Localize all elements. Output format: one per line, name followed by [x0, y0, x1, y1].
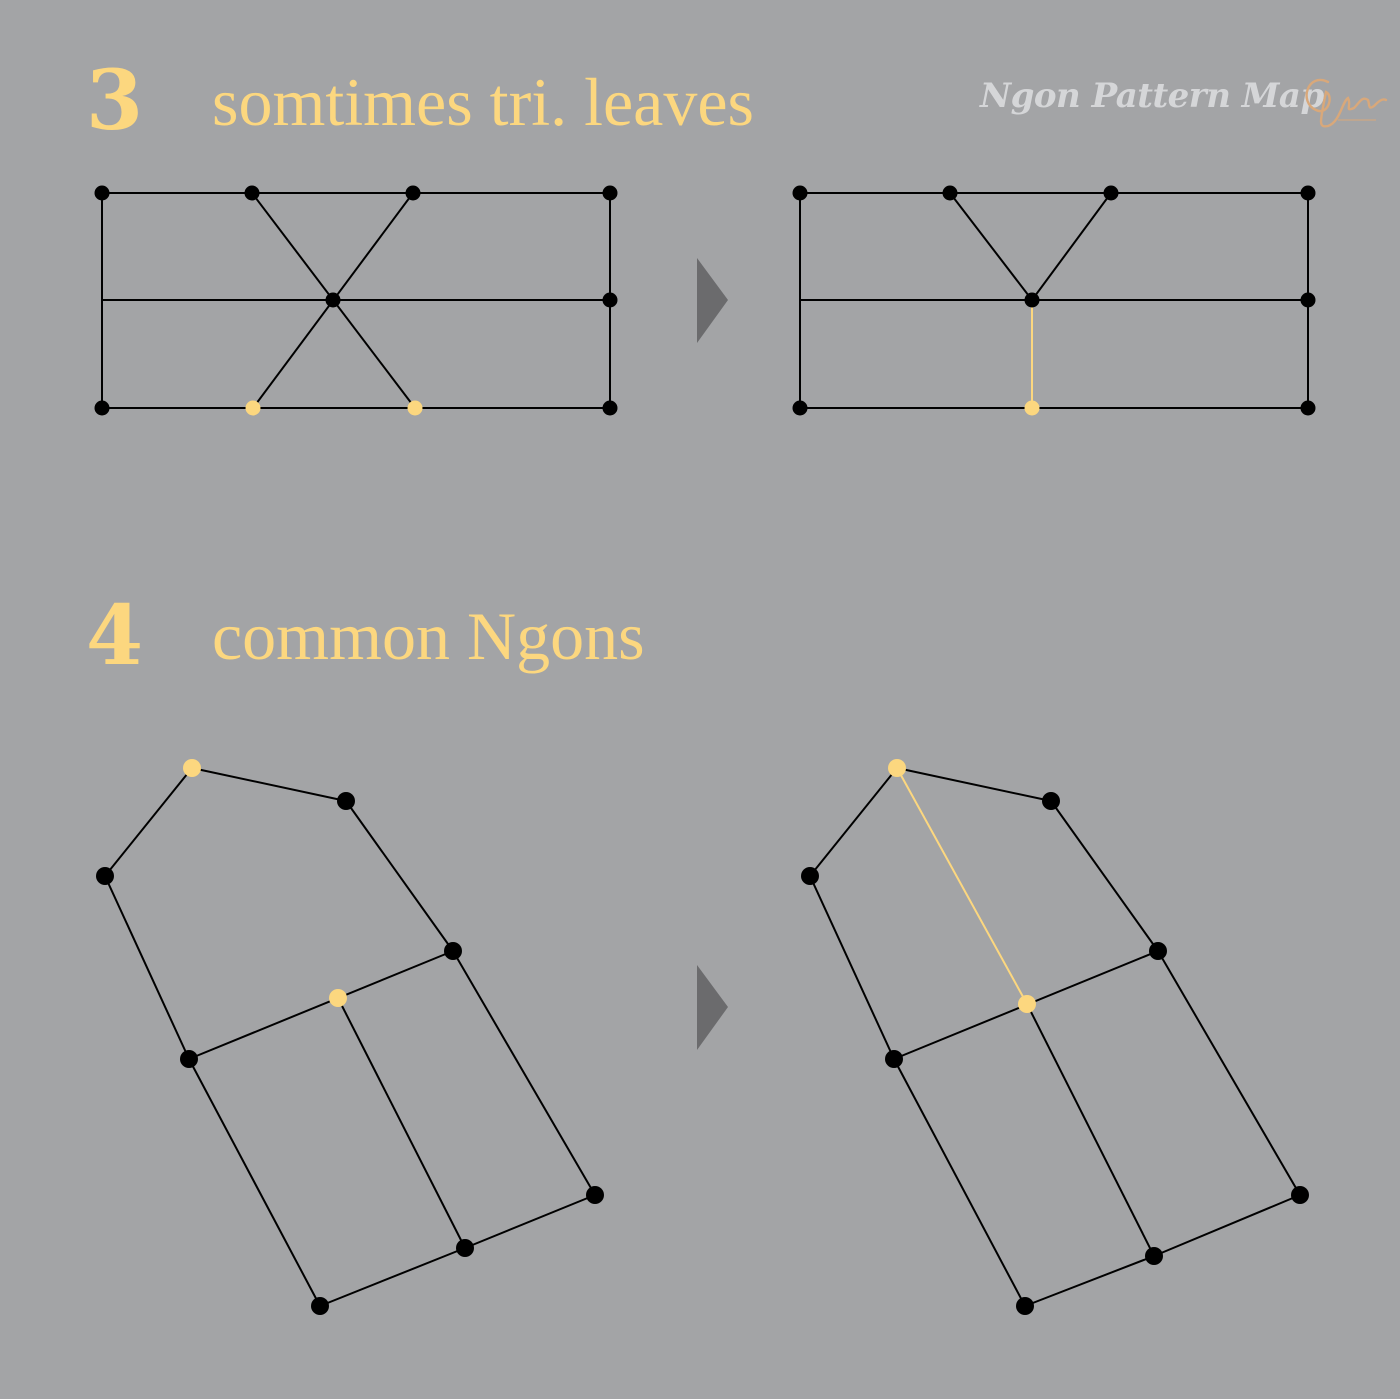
highlighted-vertex	[245, 400, 261, 416]
vertex	[456, 1239, 474, 1257]
section-3-before-graph	[94, 185, 618, 416]
vertex	[602, 400, 618, 416]
vertex	[885, 1050, 903, 1068]
vertex	[1300, 292, 1316, 308]
highlighted-vertex	[183, 759, 201, 777]
edge	[809, 875, 895, 1060]
vertex	[1042, 792, 1060, 810]
vertex	[1145, 1247, 1163, 1265]
edge	[896, 767, 1052, 802]
vertex	[801, 867, 819, 885]
edge	[337, 997, 466, 1249]
vertex	[94, 400, 110, 416]
section-4-before-graph	[96, 759, 604, 1315]
edge	[809, 767, 898, 877]
brand-watermark: Ngon Pattern Map	[980, 70, 1388, 140]
highlighted-vertex	[888, 759, 906, 777]
highlighted-edge	[896, 767, 1028, 1005]
brand-text: Ngon Pattern Map	[980, 76, 1324, 116]
vertex	[311, 1297, 329, 1315]
signature-logo	[1305, 78, 1388, 128]
section-3-after-graph	[792, 185, 1316, 416]
highlighted-vertex	[407, 400, 423, 416]
vertex	[792, 185, 808, 201]
vertex	[602, 185, 618, 201]
edge	[345, 800, 454, 952]
section-4-title: common Ngons	[212, 598, 645, 674]
highlighted-vertex	[329, 989, 347, 1007]
vertex	[602, 292, 618, 308]
vertex	[1103, 185, 1119, 201]
arrow-right-icon	[697, 965, 728, 1050]
vertex	[586, 1186, 604, 1204]
vertex	[942, 185, 958, 201]
edge	[104, 767, 193, 877]
section-4-number: 4	[86, 588, 144, 684]
vertex	[1291, 1186, 1309, 1204]
edge	[949, 192, 1033, 301]
vertex	[244, 185, 260, 201]
edge	[188, 1058, 321, 1307]
edge	[1157, 950, 1301, 1196]
vertex	[792, 400, 808, 416]
vertex	[337, 792, 355, 810]
vertex	[444, 942, 462, 960]
section-3-number: 3	[86, 53, 144, 149]
section-3-title: somtimes tri. leaves	[212, 64, 755, 140]
vertex	[325, 292, 341, 308]
vertex	[1024, 292, 1040, 308]
edge	[452, 950, 596, 1196]
vertex	[1149, 942, 1167, 960]
edge	[1153, 1194, 1301, 1257]
vertex	[405, 185, 421, 201]
highlighted-vertex	[1024, 400, 1040, 416]
vertex	[1300, 400, 1316, 416]
edge	[464, 1194, 596, 1249]
section-4-after-graph	[801, 759, 1309, 1315]
edge	[893, 1058, 1026, 1307]
edge	[104, 875, 190, 1060]
vertex	[94, 185, 110, 201]
edge	[191, 767, 347, 802]
edge	[188, 950, 454, 1060]
edge	[1050, 800, 1159, 952]
highlighted-vertex	[1018, 995, 1036, 1013]
edge	[1031, 192, 1112, 301]
vertex	[96, 867, 114, 885]
vertex	[1016, 1297, 1034, 1315]
edge	[1026, 1003, 1155, 1257]
edge	[1024, 1255, 1155, 1307]
vertex	[180, 1050, 198, 1068]
edge	[319, 1247, 466, 1307]
vertex	[1300, 185, 1316, 201]
arrow-right-icon	[697, 258, 728, 343]
